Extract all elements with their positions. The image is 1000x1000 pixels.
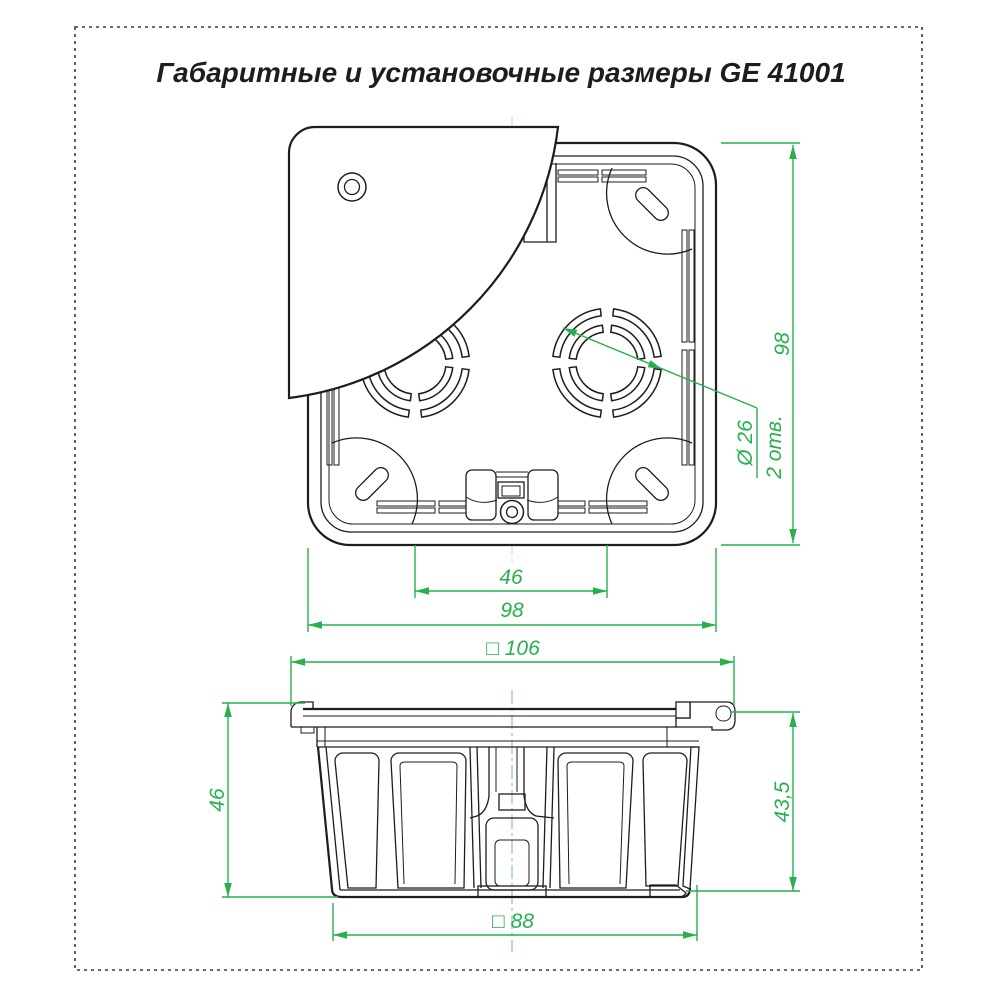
wall-hatch [682, 746, 700, 890]
flange-section [290, 701, 736, 734]
side-view [290, 690, 736, 952]
box-section [316, 727, 700, 899]
screw-channel [469, 747, 555, 898]
hole-callout: Ø 26 2 отв. [562, 327, 786, 480]
flange-pocket [675, 701, 691, 719]
top-edge-ribs [557, 169, 647, 183]
latch-assembly [465, 469, 559, 525]
dimension-46-height: 46 [206, 702, 338, 898]
dim-label-flange-square: □ 106 [486, 637, 540, 660]
dimension-43-5-depth: 43,5 [686, 711, 800, 892]
latch-screw-hole [499, 499, 525, 525]
dimensions: 98 Ø 26 2 отв. 46 98 [206, 142, 800, 941]
dimension-46-holes: 46 [414, 545, 608, 598]
dim-label-width-98: 98 [500, 599, 524, 622]
dim-label-inner-depth: 43,5 [771, 781, 794, 822]
drawing-title: Габаритные и установочные размеры GE 410… [156, 57, 845, 88]
dim-label-hole-spacing: 46 [499, 566, 523, 589]
boss-slot [635, 187, 669, 221]
corner-boss-bottom-right [605, 437, 693, 525]
dim-label-hole-diameter: Ø 26 [734, 420, 757, 467]
foot-hatch [649, 884, 687, 898]
dim-label-hole-count: 2 отв. [763, 415, 786, 479]
dim-label-height-98: 98 [771, 332, 794, 356]
interior-panels [334, 746, 688, 889]
dimension-98-horizontal: 98 [307, 548, 717, 632]
lid-cover [287, 125, 560, 400]
lid-screw-hole [337, 172, 367, 202]
dimension-106-flange: □ 106 [290, 637, 735, 706]
flange-hatch [675, 701, 736, 731]
corner-boss-top-right [605, 167, 693, 255]
dimension-98-vertical: 98 [721, 142, 800, 546]
bottom-edge-ribs [376, 500, 648, 514]
dimension-88-body: □ 88 [332, 885, 698, 941]
dim-label-body-square: □ 88 [492, 910, 534, 933]
page-border [74, 26, 923, 971]
dim-label-overall-height: 46 [206, 788, 229, 812]
top-view [287, 116, 718, 562]
